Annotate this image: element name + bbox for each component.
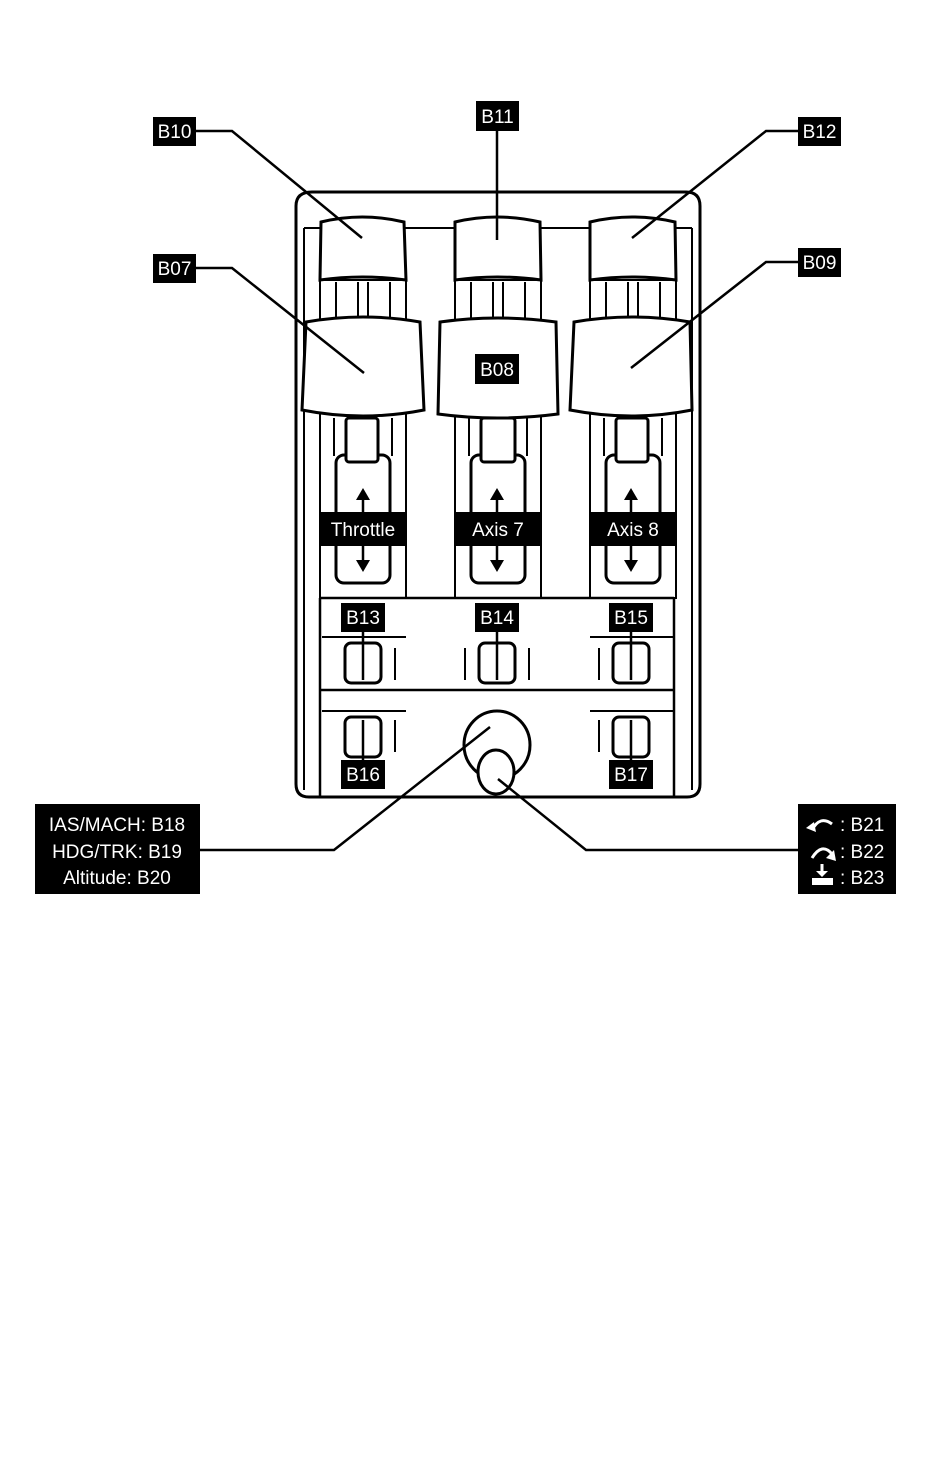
label-b07: B07	[153, 254, 196, 283]
axis-label-axis-8-text: Axis 8	[607, 520, 659, 541]
rotary-legend-line-2: : B22	[840, 842, 884, 863]
axis-label-axis-8: Axis 8	[590, 512, 676, 546]
label-b07-text: B07	[158, 259, 192, 280]
label-b14: B14	[475, 603, 519, 632]
label-b08: B08	[475, 354, 519, 384]
axis-label-axis-7-text: Axis 7	[472, 520, 524, 541]
label-b16-text: B16	[346, 765, 380, 786]
label-b12: B12	[798, 117, 841, 146]
knob-legend-line-3: Altitude: B20	[63, 868, 171, 889]
axis-label-throttle-text: Throttle	[331, 520, 395, 541]
axis-label-axis-7: Axis 7	[455, 512, 541, 546]
label-b10-text: B10	[158, 122, 192, 143]
label-b09-text: B09	[803, 253, 837, 274]
rotary-action-legend: : B21 : B22 : B23	[798, 804, 896, 894]
rotary-legend-line-1: : B21	[840, 815, 884, 836]
label-b11: B11	[476, 101, 519, 131]
label-b12-text: B12	[803, 122, 837, 143]
label-b17-text: B17	[614, 765, 648, 786]
label-b16: B16	[341, 760, 385, 789]
rotary-legend-line-3: : B23	[840, 868, 884, 889]
label-b15-text: B15	[614, 608, 648, 629]
label-b15: B15	[609, 603, 653, 632]
label-b17: B17	[609, 760, 653, 789]
axis-label-throttle: Throttle	[320, 512, 406, 546]
label-b13: B13	[341, 603, 385, 632]
label-b09: B09	[798, 248, 841, 277]
label-b08-text: B08	[480, 360, 514, 381]
label-b11-text: B11	[481, 107, 513, 128]
label-b10: B10	[153, 117, 196, 146]
knob-legend-line-1: IAS/MACH: B18	[49, 815, 185, 836]
label-b14-text: B14	[480, 608, 514, 629]
knob-legend-line-2: HDG/TRK: B19	[52, 842, 182, 863]
knob-mode-legend: IAS/MACH: B18 HDG/TRK: B19 Altitude: B20	[35, 804, 200, 894]
label-b13-text: B13	[346, 608, 380, 629]
